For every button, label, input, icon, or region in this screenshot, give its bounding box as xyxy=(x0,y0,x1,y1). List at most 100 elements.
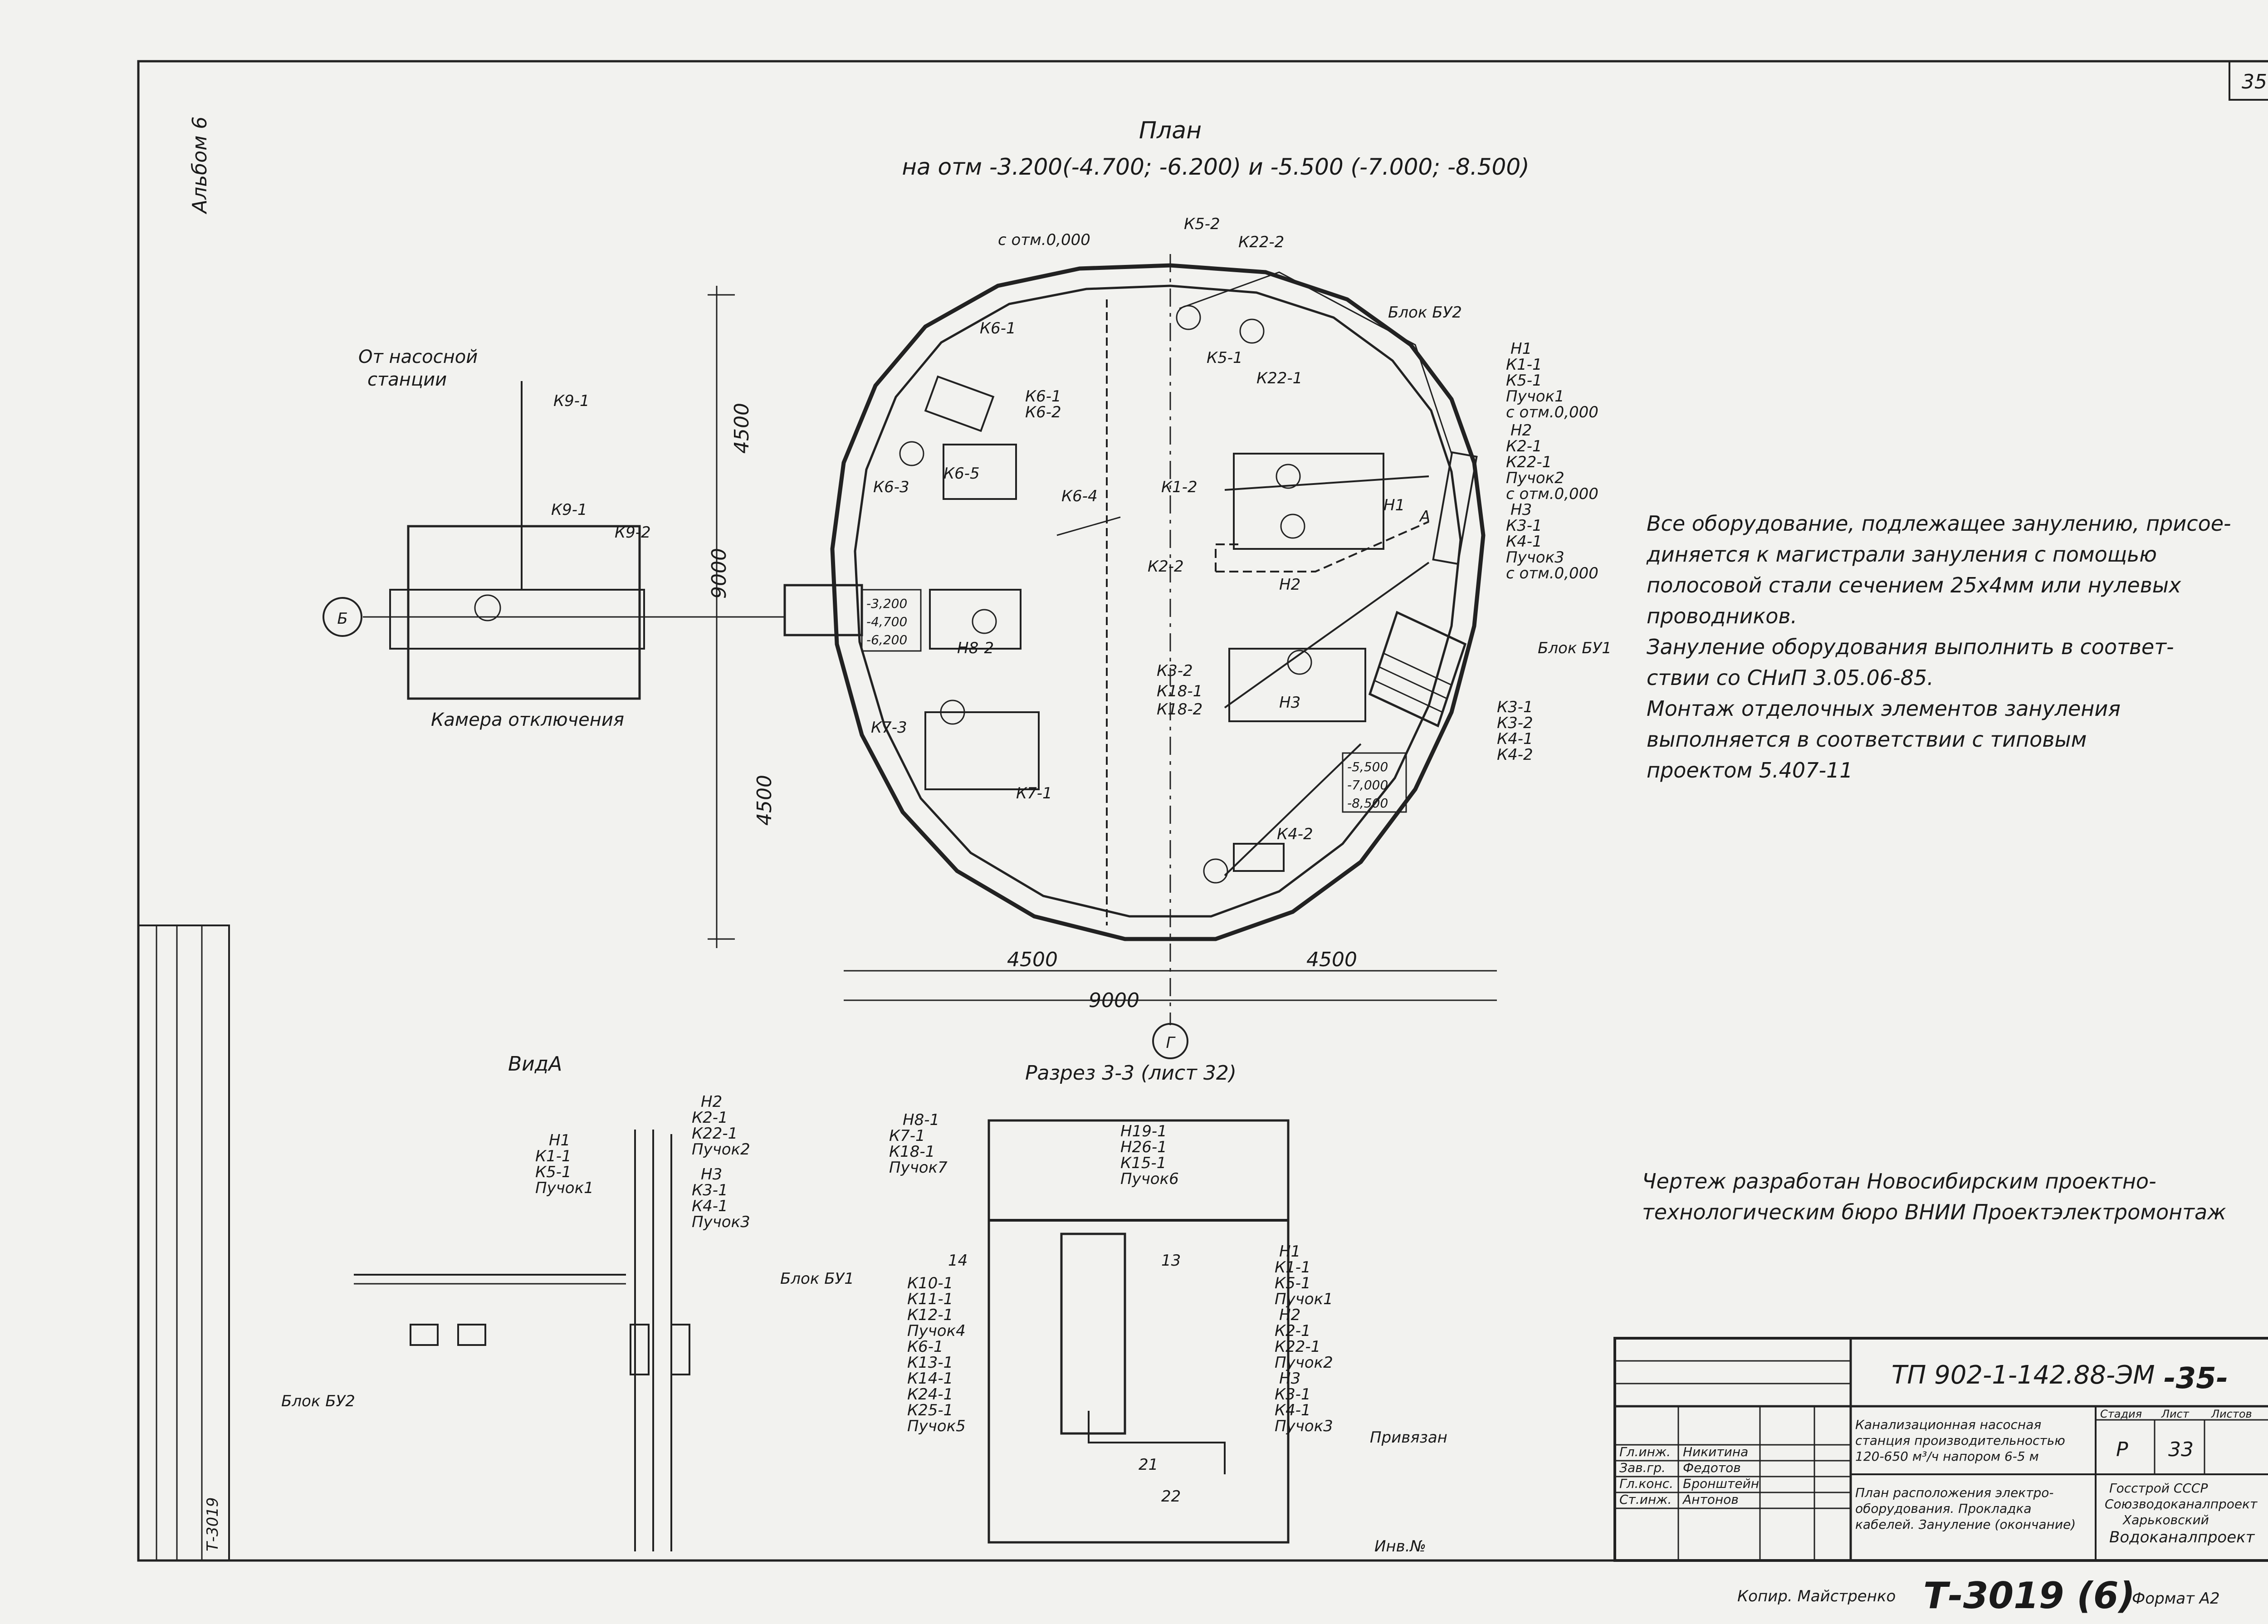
lbl-k4-2: К4-2 xyxy=(1277,825,1313,843)
svg-text:К18-1: К18-1 xyxy=(889,1143,935,1161)
svg-text:Пучок3: Пучок3 xyxy=(692,1213,750,1231)
dim-plan-top: 4500 xyxy=(730,403,753,454)
svg-text:Н19-1: Н19-1 xyxy=(1120,1122,1167,1140)
svg-text:К22-1: К22-1 xyxy=(1275,1338,1320,1356)
mark-21: 21 xyxy=(1139,1456,1158,1474)
k9-2-cam: К9-2 xyxy=(615,523,651,542)
svg-text:К22-1: К22-1 xyxy=(1506,453,1552,471)
sheet-number: 35 xyxy=(2242,70,2267,93)
k9-1-top: К9-1 xyxy=(553,392,590,410)
svg-text:Н3: Н3 xyxy=(1279,1370,1300,1388)
lbl-a: А xyxy=(1419,508,1430,526)
role-1: Гл.инж. xyxy=(1619,1444,1671,1459)
svg-text:К1-1: К1-1 xyxy=(1506,356,1542,374)
svg-text:К3-1: К3-1 xyxy=(692,1181,728,1199)
elev-left-1: -3,200 xyxy=(866,596,907,611)
mark-13: 13 xyxy=(1161,1252,1181,1270)
svg-text:К3-1: К3-1 xyxy=(1497,698,1533,716)
lbl-h1: Н1 xyxy=(1383,496,1405,514)
from-elev-label: с отм.0,000 xyxy=(998,231,1090,249)
svg-text:Н3: Н3 xyxy=(1510,501,1532,519)
svg-text:Н1: Н1 xyxy=(1279,1242,1300,1261)
svg-text:К1-1: К1-1 xyxy=(535,1147,572,1165)
svg-text:Н8-1: Н8-1 xyxy=(903,1111,939,1129)
note-line-9: проектом 5.407-11 xyxy=(1647,758,1853,783)
axis-g-bubble xyxy=(1152,1023,1188,1059)
k9-1-cam: К9-1 xyxy=(551,501,587,519)
view-a-stack-h1: Н1 К1-1 К5-1 Пучок1 xyxy=(535,1131,594,1197)
lbl-k7-1: К7-1 xyxy=(1016,784,1052,802)
lbl-k6-4: К6-4 xyxy=(1061,487,1098,505)
developer-line-1: Чертеж разработан Новосибирским проектно… xyxy=(1642,1169,2156,1194)
svg-text:К22-1: К22-1 xyxy=(692,1125,738,1143)
lbl-k2-2: К2-2 xyxy=(1148,558,1184,576)
inv-label: Инв.№ xyxy=(1374,1537,1426,1556)
lbl-k5-2: К5-2 xyxy=(1184,215,1220,233)
notes-block: Все оборудование, подлежащее занулению, … xyxy=(1647,508,2231,786)
svg-text:Пучок2: Пучок2 xyxy=(692,1140,750,1159)
lbl-k5-1: К5-1 xyxy=(1207,349,1243,367)
svg-text:К2-1: К2-1 xyxy=(1506,437,1542,455)
svg-text:К5-1: К5-1 xyxy=(1506,372,1542,390)
lbl-h3: Н3 xyxy=(1279,694,1300,712)
lbl-h2: Н2 xyxy=(1279,576,1300,594)
dim-plan-left-h: 4500 xyxy=(1007,948,1058,971)
svg-text:К3-1: К3-1 xyxy=(1275,1385,1311,1404)
svg-text:Пучок4: Пучок4 xyxy=(907,1322,966,1340)
org-3: Харьковский xyxy=(2122,1512,2209,1527)
title-block xyxy=(1613,1337,2268,1562)
block-by1-label: Блок БУ1 xyxy=(1538,639,1612,657)
right-stack-4: К3-1 К3-2 К4-1 К4-2 xyxy=(1497,698,1533,764)
svg-text:К5-1: К5-1 xyxy=(535,1163,572,1181)
lbl-k6-5: К6-5 xyxy=(943,465,980,483)
svg-text:Пучок3: Пучок3 xyxy=(1275,1417,1333,1435)
svg-text:Н2: Н2 xyxy=(1510,421,1532,440)
outer-frame xyxy=(137,60,2268,1562)
lbl-k7-3: К7-3 xyxy=(871,719,907,737)
svg-text:Пучок2: Пучок2 xyxy=(1506,469,1564,487)
sheet-title-1: План расположения электро- xyxy=(1855,1485,2054,1500)
svg-text:К4-2: К4-2 xyxy=(1497,746,1533,764)
sheet-value: 33 xyxy=(2168,1438,2194,1461)
name-2: Федотов xyxy=(1683,1460,1741,1475)
desc-2: станция производительностью xyxy=(1855,1433,2065,1448)
sheet-label: Лист xyxy=(2161,1408,2190,1420)
elev-right-1: -5,500 xyxy=(1347,759,1388,774)
svg-text:К15-1: К15-1 xyxy=(1120,1154,1166,1172)
svg-text:К4-1: К4-1 xyxy=(1506,533,1542,551)
svg-text:К4-1: К4-1 xyxy=(1497,730,1533,748)
section-pump xyxy=(1060,1233,1126,1435)
role-2: Зав.гр. xyxy=(1619,1460,1666,1475)
side-stamp-box xyxy=(137,925,230,1561)
doc-code: ТП 902-1-142.88-ЭМ xyxy=(1892,1360,2155,1390)
svg-text:Н2: Н2 xyxy=(1279,1306,1300,1324)
sheet-big: -35- xyxy=(2164,1362,2228,1395)
svg-text:К6-1: К6-1 xyxy=(907,1338,943,1356)
org-2: Союзводоканалпроект xyxy=(2105,1497,2258,1511)
note-line-1: Все оборудование, подлежащее занулению, … xyxy=(1647,511,2231,536)
svg-text:К12-1: К12-1 xyxy=(907,1306,953,1324)
role-3: Гл.конс. xyxy=(1619,1476,1673,1491)
mark-22: 22 xyxy=(1161,1487,1181,1506)
stage-label: Стадия xyxy=(2100,1408,2142,1420)
elev-left-2: -4,700 xyxy=(866,614,907,629)
name-1: Никитина xyxy=(1683,1444,1748,1459)
svg-text:К3-2: К3-2 xyxy=(1497,714,1533,732)
view-a-block-by1: Блок БУ1 xyxy=(780,1270,854,1288)
note-line-4: проводников. xyxy=(1647,604,1798,628)
note-line-3: полосовой стали сечением 25х4мм или нуле… xyxy=(1647,573,2181,597)
svg-text:К24-1: К24-1 xyxy=(907,1385,953,1404)
from-station-1: От насосной xyxy=(358,347,478,367)
elev-right-3: -8,500 xyxy=(1347,796,1388,811)
developer-note: Чертеж разработан Новосибирским проектно… xyxy=(1642,1166,2226,1228)
svg-text:К4-1: К4-1 xyxy=(692,1197,728,1215)
svg-text:Пучок1: Пучок1 xyxy=(1506,387,1564,406)
elev-right-2: -7,000 xyxy=(1347,778,1388,792)
section-outline xyxy=(987,1119,1290,1544)
axis-g-label: Г xyxy=(1166,1034,1176,1052)
mark-14: 14 xyxy=(948,1252,968,1270)
note-line-6: ствии со СНиП 3.05.06-85. xyxy=(1647,665,1934,690)
lbl-k6-3: К6-3 xyxy=(873,478,909,496)
lbl-k18-1: К18-1 xyxy=(1157,682,1202,700)
svg-text:К1-1: К1-1 xyxy=(1275,1258,1311,1277)
